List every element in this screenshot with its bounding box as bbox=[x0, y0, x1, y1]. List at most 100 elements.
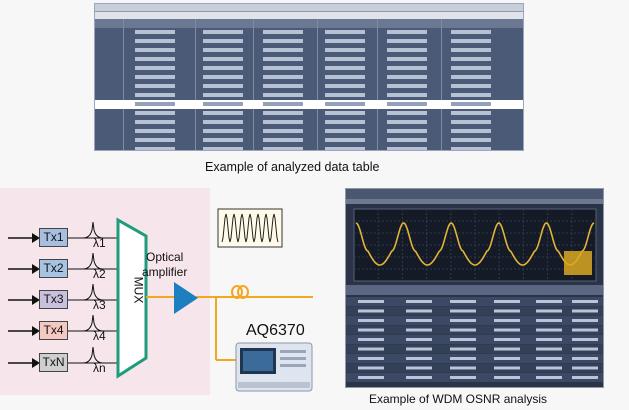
table-cell bbox=[135, 66, 175, 70]
table-cell bbox=[387, 75, 427, 79]
table-cell bbox=[263, 57, 303, 61]
table-cell bbox=[451, 102, 491, 106]
table-cell bbox=[358, 338, 384, 341]
table-cell bbox=[135, 39, 175, 43]
amplifier-label: Optical amplifier bbox=[142, 250, 187, 280]
table-cell bbox=[572, 309, 598, 313]
table-cell bbox=[451, 129, 491, 133]
table-cell bbox=[572, 347, 598, 351]
table-cell bbox=[536, 347, 562, 351]
results-table bbox=[346, 297, 603, 382]
table-cell bbox=[263, 48, 303, 52]
table-row bbox=[95, 136, 523, 145]
table-cell bbox=[325, 93, 365, 97]
fiber-coil-icon bbox=[231, 285, 243, 299]
table-cell bbox=[451, 84, 491, 88]
table-cell bbox=[387, 120, 427, 124]
table-row bbox=[95, 100, 523, 109]
table-cell bbox=[406, 338, 432, 341]
mux-block bbox=[116, 217, 148, 379]
table-cell bbox=[450, 366, 476, 370]
table-cell bbox=[451, 30, 491, 34]
table-cell bbox=[263, 66, 303, 70]
table-cell bbox=[325, 30, 365, 34]
screen-title-bar bbox=[346, 189, 603, 199]
table-cell bbox=[494, 319, 520, 322]
table-cell bbox=[325, 66, 365, 70]
table-cell bbox=[387, 93, 427, 97]
table-cell bbox=[450, 328, 476, 332]
table-cell bbox=[135, 75, 175, 79]
table-cell bbox=[135, 57, 175, 61]
table-cell bbox=[358, 376, 384, 379]
table-cell bbox=[203, 138, 243, 142]
table-cell bbox=[572, 366, 598, 370]
table-cell bbox=[572, 338, 598, 341]
table-column-divider bbox=[253, 19, 254, 150]
wavelength-label: λ4 bbox=[93, 329, 106, 343]
transmitter-tx3: Tx3 bbox=[39, 290, 68, 309]
table-cell bbox=[263, 138, 303, 142]
amplifier-icon bbox=[174, 282, 198, 314]
table-cell bbox=[536, 376, 562, 379]
table-cell bbox=[325, 39, 365, 43]
table-cell bbox=[325, 102, 365, 106]
fiber-coil-icon bbox=[237, 285, 249, 299]
osnr-spectrum-trace bbox=[355, 222, 595, 266]
table-cell bbox=[450, 309, 476, 313]
table-cell bbox=[358, 300, 384, 303]
wavelength-label: λ1 bbox=[93, 236, 106, 250]
table-cell bbox=[451, 39, 491, 43]
table-row bbox=[95, 145, 523, 150]
marker-highlight-box bbox=[564, 251, 592, 275]
wdm-spectrum-trace bbox=[221, 213, 279, 243]
table-cell bbox=[387, 102, 427, 106]
table-cell bbox=[406, 319, 432, 322]
table-cell bbox=[325, 75, 365, 79]
table-cell bbox=[451, 57, 491, 61]
arrow-head-icon bbox=[32, 326, 40, 336]
spectral-peak-icon bbox=[82, 346, 104, 364]
aq6370-instrument-icon bbox=[235, 342, 313, 392]
wavelength-label: λ2 bbox=[93, 267, 106, 281]
table-cell bbox=[358, 319, 384, 322]
table-cell bbox=[494, 376, 520, 379]
table-cell bbox=[450, 319, 476, 322]
table-cell bbox=[387, 129, 427, 133]
spectral-peak-icon bbox=[82, 314, 104, 332]
table-cell bbox=[203, 66, 243, 70]
table-cell bbox=[536, 366, 562, 370]
table-cell bbox=[387, 48, 427, 52]
table-cell bbox=[203, 57, 243, 61]
table-cell bbox=[387, 84, 427, 88]
table-cell bbox=[406, 357, 432, 360]
data-table-caption: Example of analyzed data table bbox=[205, 160, 380, 174]
table-cell bbox=[451, 138, 491, 142]
table-cell bbox=[358, 366, 384, 370]
table-cell bbox=[450, 376, 476, 379]
spectral-peak-icons bbox=[67, 221, 118, 364]
table-cell bbox=[494, 357, 520, 360]
table-column-divider bbox=[195, 19, 196, 150]
wavelength-label: λ3 bbox=[93, 298, 106, 312]
table-cell bbox=[451, 93, 491, 97]
table-cell bbox=[451, 75, 491, 79]
transmitter-txn: TxN bbox=[39, 353, 68, 372]
table-cell bbox=[450, 357, 476, 360]
table-cell bbox=[536, 338, 562, 341]
table-cell bbox=[325, 57, 365, 61]
table-cell bbox=[325, 48, 365, 52]
table-column-divider bbox=[377, 19, 378, 150]
arrow-head-icon bbox=[32, 295, 40, 305]
table-cell bbox=[494, 328, 520, 332]
table-cell bbox=[387, 138, 427, 142]
table-body bbox=[95, 28, 523, 150]
osnr-analysis-screenshot bbox=[345, 188, 604, 388]
mux-label: MUX bbox=[131, 276, 146, 304]
table-cell bbox=[451, 48, 491, 52]
table-cell bbox=[406, 347, 432, 351]
table-cell bbox=[358, 309, 384, 313]
table-row bbox=[95, 37, 523, 46]
table-cell bbox=[494, 347, 520, 351]
table-cell bbox=[203, 120, 243, 124]
